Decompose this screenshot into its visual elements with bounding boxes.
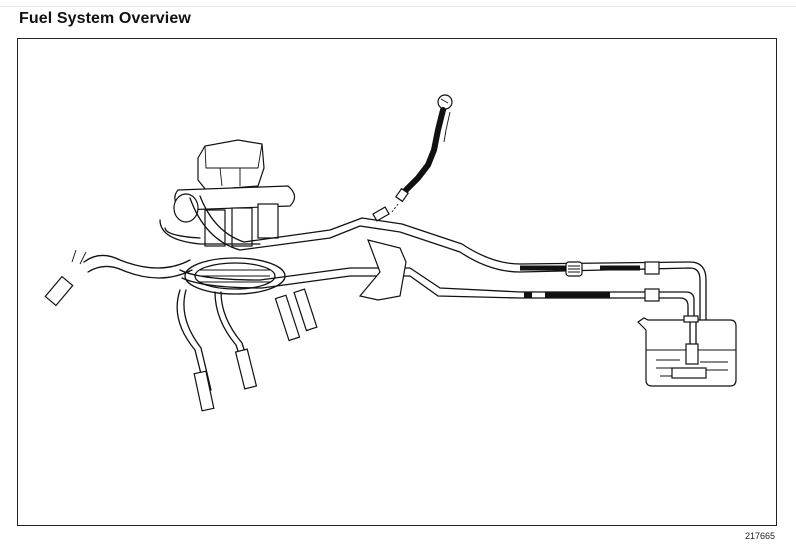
diagram-frame [17,38,777,526]
fuel-pressure-gauge-hose [372,94,453,222]
fuel-line-bracket [358,239,407,301]
top-divider [0,6,796,7]
coiled-fuel-lines [184,257,286,295]
page-title: Fuel System Overview [19,10,191,27]
left-fuel-line [44,249,193,307]
fuel-injectors [176,288,318,412]
fuel-tank [637,315,737,387]
figure-id: 217665 [745,531,776,541]
throttle-body [159,139,296,247]
fuel-feed-line [189,195,707,321]
